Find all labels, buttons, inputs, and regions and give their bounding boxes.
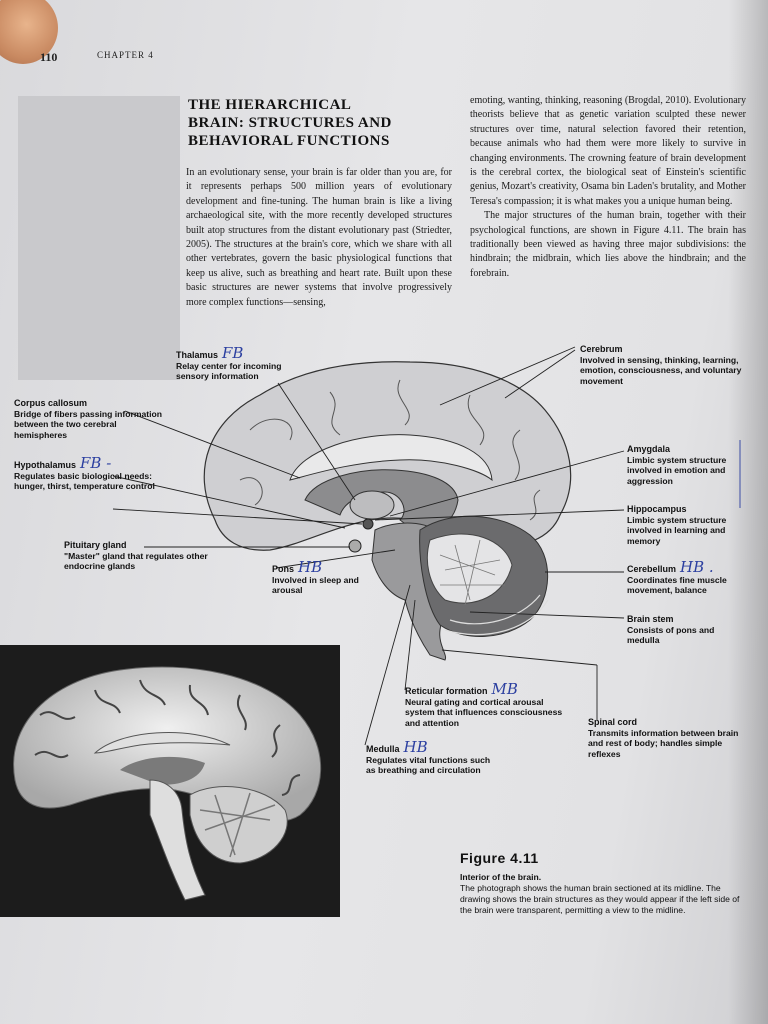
label-desc: Limbic system structure involved in emot… bbox=[627, 454, 727, 486]
label-desc: Transmits information between brain and … bbox=[588, 727, 739, 759]
body-column-left: In an evolutionary sense, your brain is … bbox=[186, 166, 452, 310]
label-title: Pons bbox=[272, 564, 295, 574]
label-brain-stem: Brain stem Consists of pons and medulla bbox=[627, 614, 747, 646]
label-desc: Bridge of fibers passing information bet… bbox=[14, 408, 163, 440]
handwritten-note: FB bbox=[222, 344, 244, 362]
label-desc: Regulates vital functions such as breath… bbox=[366, 754, 491, 776]
figure-title: Interior of the brain. bbox=[460, 872, 542, 882]
handwritten-note: MB bbox=[491, 680, 518, 698]
label-title: Amygdala bbox=[627, 444, 671, 454]
faded-margin-image bbox=[18, 96, 180, 380]
thalamus-shape bbox=[349, 490, 395, 520]
label-desc: Involved in sleep and arousal bbox=[272, 574, 359, 596]
handwritten-note: FB - bbox=[80, 454, 112, 472]
pituitary-shape bbox=[348, 539, 362, 553]
paragraph: In an evolutionary sense, your brain is … bbox=[186, 167, 452, 308]
figure-caption-text: The photograph shows the human brain sec… bbox=[460, 883, 740, 915]
corpus-callosum-shape bbox=[289, 434, 493, 482]
label-title: Medulla bbox=[366, 744, 400, 754]
figure-number: Figure 4.11 bbox=[460, 850, 539, 866]
title-line: THE HIERARCHICAL bbox=[188, 97, 352, 113]
label-title: Cerebrum bbox=[580, 344, 623, 354]
paragraph: The major structures of the human brain,… bbox=[470, 210, 746, 279]
label-corpus-callosum: Corpus callosum Bridge of fibers passing… bbox=[14, 398, 164, 440]
title-line: BEHAVIORAL FUNCTIONS bbox=[188, 133, 390, 149]
label-title: Pituitary gland bbox=[64, 540, 127, 550]
figure-caption: Interior of the brain. The photograph sh… bbox=[460, 872, 746, 916]
handwritten-note: HB bbox=[403, 738, 428, 756]
label-title: Reticular formation bbox=[405, 686, 488, 696]
label-spinal-cord: Spinal cord Transmits information betwee… bbox=[588, 717, 756, 759]
label-hippocampus: Hippocampus Limbic system structure invo… bbox=[627, 504, 751, 546]
label-desc: Coordinates fine muscle movement, balanc… bbox=[627, 574, 727, 596]
label-title: Hypothalamus bbox=[14, 460, 77, 470]
page-number: 110 bbox=[40, 50, 58, 64]
section-title: THE HIERARCHICAL BRAIN: STRUCTURES AND B… bbox=[188, 96, 450, 150]
label-title: Corpus callosum bbox=[14, 398, 88, 408]
page-curl-shadow bbox=[728, 0, 768, 1024]
paragraph: emoting, wanting, thinking, reasoning (B… bbox=[470, 95, 746, 207]
label-cerebrum: Cerebrum Involved in sensing, thinking, … bbox=[580, 344, 756, 386]
label-pituitary: Pituitary gland "Master" gland that regu… bbox=[64, 540, 234, 572]
title-line: BRAIN: STRUCTURES AND bbox=[188, 115, 392, 131]
label-title: Spinal cord bbox=[588, 717, 638, 727]
label-desc: Involved in sensing, thinking, learning,… bbox=[580, 354, 742, 386]
body-column-right: emoting, wanting, thinking, reasoning (B… bbox=[470, 94, 746, 281]
label-title: Cerebellum bbox=[627, 564, 677, 574]
label-title: Thalamus bbox=[176, 350, 219, 360]
chapter-heading: CHAPTER 4 bbox=[97, 50, 154, 60]
handwritten-note: HB . bbox=[680, 558, 714, 576]
label-desc: Neural gating and cortical arousal syste… bbox=[405, 696, 563, 728]
label-desc: "Master" gland that regulates other endo… bbox=[64, 550, 208, 572]
label-desc: Limbic system structure involved in lear… bbox=[627, 514, 727, 546]
label-title: Brain stem bbox=[627, 614, 674, 624]
label-title: Hippocampus bbox=[627, 504, 687, 514]
handwritten-note: HB bbox=[298, 558, 323, 576]
label-amygdala: Amygdala Limbic system structure involve… bbox=[627, 444, 751, 486]
label-desc: Relay center for incoming sensory inform… bbox=[176, 360, 282, 382]
label-desc: Regulates basic biological needs: hunger… bbox=[14, 470, 155, 492]
brain-photograph bbox=[0, 645, 340, 917]
label-desc: Consists of pons and medulla bbox=[627, 624, 715, 646]
